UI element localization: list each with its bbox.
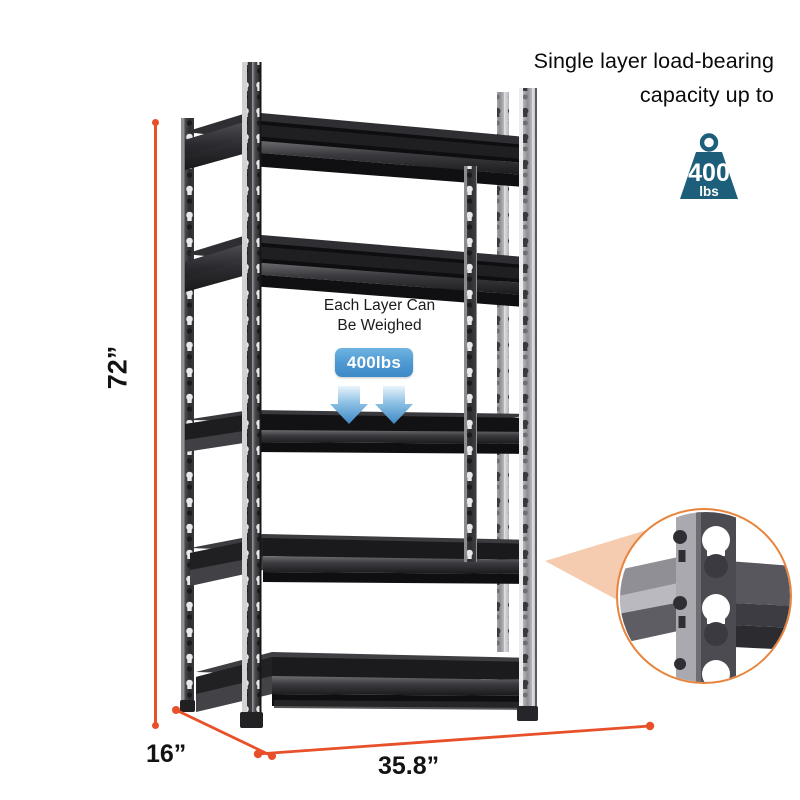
layer-capacity-badge: 400lbs xyxy=(335,348,413,377)
weight-400lbs-icon: 400 lbs xyxy=(680,133,738,199)
rack-feet xyxy=(180,700,538,728)
shelf-3 xyxy=(185,410,537,454)
height-dim-dot-top xyxy=(151,119,159,126)
rack-post-back-left xyxy=(181,118,194,710)
width-dimension-label: 35.8” xyxy=(378,752,440,780)
headline-text: Single layer load-bearing capacity up to xyxy=(533,49,774,107)
rack-post-front-left[interactable] xyxy=(242,62,262,726)
rack-post-mid-right xyxy=(464,166,477,562)
each-layer-note: Each Layer Can Be Weighed xyxy=(323,297,436,334)
load-arrows xyxy=(330,386,413,424)
rack-post-back-right xyxy=(497,92,509,652)
shelf-4 xyxy=(190,534,537,586)
shelf-1 xyxy=(185,112,537,188)
height-dimension-label: 72” xyxy=(102,345,133,390)
depth-dimension-label: 16” xyxy=(146,740,187,768)
weight-unit: lbs xyxy=(699,184,719,199)
weight-value: 400 xyxy=(688,159,730,187)
rack-side-rails xyxy=(185,120,250,292)
height-dimension-line xyxy=(154,124,157,726)
width-dimension-line xyxy=(253,721,655,759)
post-keyhole-detail-magnifier xyxy=(616,508,792,684)
height-dim-dot-bottom xyxy=(151,722,159,729)
rack-post-front-right[interactable] xyxy=(519,88,537,720)
